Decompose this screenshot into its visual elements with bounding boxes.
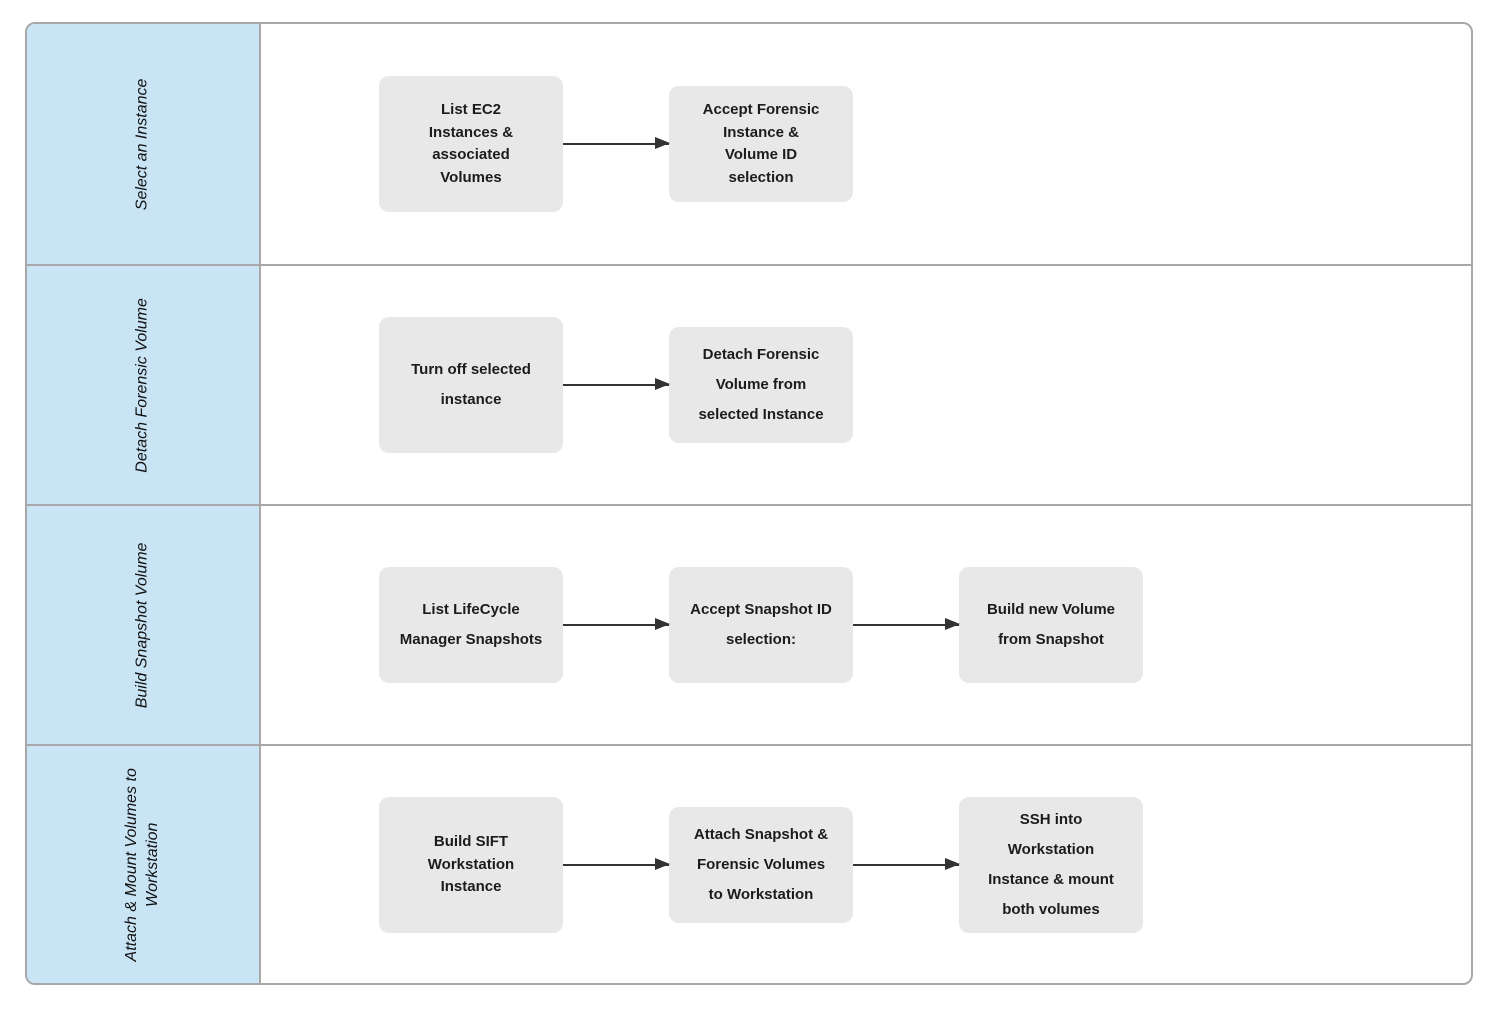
lane-content: List LifeCycle Manager Snapshots Accept … [261,506,1471,744]
lane-header-detach-forensic-volume: Detach Forensic Volume [27,266,261,504]
flow-arrow [853,858,960,870]
node-accept-snapshot-id-selection: Accept Snapshot ID selection: [669,567,853,683]
lane-content: Build SIFT Workstation Instance Attach S… [261,746,1471,983]
node-attach-volumes-to-workstation: Attach Snapshot & Forensic Volumes to Wo… [669,807,853,923]
lane-title: Detach Forensic Volume [133,297,151,473]
lane-header-attach-mount-volumes: Attach & Mount Volumes to Workstation [27,746,261,983]
lane-content: List EC2 Instances & associated Volumes … [261,24,1471,264]
flow-arrow [563,378,670,390]
node-build-new-volume-from-snapshot: Build new Volume from Snapshot [959,567,1143,683]
node-list-lifecycle-manager-snapshots: List LifeCycle Manager Snapshots [379,567,563,683]
lane-header-build-snapshot-volume: Build Snapshot Volume [27,506,261,744]
node-turn-off-selected-instance: Turn off selected instance [379,317,563,453]
lane-title: Select an Instance [133,78,151,210]
lane-header-select-an-instance: Select an Instance [27,24,261,264]
lane-build-snapshot-volume: Build Snapshot Volume List LifeCycle Man… [27,504,1471,744]
flow-arrow [563,858,670,870]
flow-arrow [853,618,960,630]
lane-detach-forensic-volume: Detach Forensic Volume Turn off selected… [27,264,1471,504]
lane-content: Turn off selected instance Detach Forens… [261,266,1471,504]
flow-arrow [563,137,670,149]
lane-attach-mount-volumes-to-workstation: Attach & Mount Volumes to Workstation Bu… [27,744,1471,983]
swimlane-diagram: Select an Instance List EC2 Instances & … [25,22,1473,985]
lane-select-an-instance: Select an Instance List EC2 Instances & … [27,24,1471,264]
node-detach-forensic-volume: Detach Forensic Volume from selected Ins… [669,327,853,443]
node-ssh-into-workstation-mount-volumes: SSH into Workstation Instance & mount bo… [959,797,1143,933]
node-list-ec2-instances: List EC2 Instances & associated Volumes [379,76,563,212]
node-accept-forensic-instance-selection: Accept Forensic Instance & Volume ID sel… [669,86,853,202]
flow-arrow [563,618,670,630]
lane-title: Attach & Mount Volumes to Workstation [123,768,161,962]
lane-title: Build Snapshot Volume [133,542,151,708]
node-build-sift-workstation-instance: Build SIFT Workstation Instance [379,797,563,933]
